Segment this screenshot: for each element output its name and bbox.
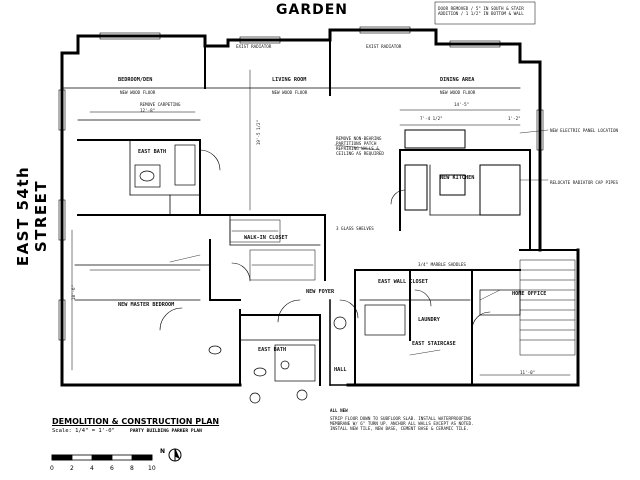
room-label-home-office: HOME OFFICE <box>512 291 547 297</box>
north-label: N <box>160 448 166 455</box>
note-new-wood-floor: NEW WOOD FLOOR <box>440 90 476 95</box>
section-markers <box>249 316 347 404</box>
street-label: EAST 54th STREET <box>14 165 50 267</box>
dimension-label: 19'-5 1/2" <box>256 119 262 146</box>
note-all-new: ALL NEW <box>330 408 348 413</box>
drawing-subtitle: PARTY BUILDING PARKER PLAN <box>130 429 202 434</box>
scale-bar <box>51 454 153 461</box>
scale-tick: 2 <box>70 465 74 472</box>
fixtures <box>134 144 521 382</box>
note-exist-radiator: EXIST RADIATOR <box>236 44 272 49</box>
room-label-walk-in-closet: WALK-IN CLOSET <box>244 235 288 241</box>
dimension-label: 18'-6" <box>71 284 77 301</box>
room-label-east-staircase: EAST STAIRCASE <box>412 341 456 347</box>
hall-walls <box>329 299 349 386</box>
note-marble-saddles: 3/4" MARBLE SADDLES <box>418 262 466 267</box>
top-right-note-box <box>434 1 536 25</box>
room-label-new-kitchen: NEW KITCHEN <box>440 175 475 181</box>
dimension-label: 11'-0" <box>520 370 536 375</box>
room-label-east-bath-bottom: EAST BATH <box>258 347 287 353</box>
kitchen-counters <box>404 129 521 216</box>
room-label-bedroom: BEDROOM/DEN <box>118 77 153 83</box>
scale-tick: 10 <box>148 465 156 472</box>
note-exist-radiator: EXIST RADIATOR <box>366 44 402 49</box>
dimension-label: 1'-2" <box>508 116 521 121</box>
room-label-hall: HALL <box>334 367 347 373</box>
interior-walls-heavy <box>77 39 579 386</box>
note-new-electric-panel: NEW ELECTRIC PANEL LOCATION <box>550 128 619 133</box>
dimension-lines <box>71 69 571 376</box>
note-bottom: STRIP FLOOR DOWN TO SUBFLOOR SLAB. INSTA… <box>330 416 474 431</box>
note-remove-wall: REMOVE NON-BEARING PARTITIONS PATCH REPA… <box>336 136 384 156</box>
note-relocate-radiator: RELOCATE RADIATOR CAP PIPES <box>550 180 619 185</box>
room-label-dining: DINING AREA <box>440 77 475 83</box>
windows <box>58 26 544 341</box>
scale-tick: 4 <box>90 465 94 472</box>
north-arrow-icon <box>168 448 182 462</box>
note-new-wood-floor: NEW WOOD FLOOR <box>120 90 156 95</box>
garden-label: GARDEN <box>276 2 349 18</box>
room-label-living: LIVING ROOM <box>272 77 307 83</box>
room-label-laundry: LAUNDRY <box>418 317 440 323</box>
note-remove-carpet: REMOVE CARPETING <box>140 102 181 107</box>
dimension-label: 7'-4 1/2" <box>420 116 443 121</box>
scale-tick: 0 <box>50 465 54 472</box>
room-label-master-bedroom: NEW MASTER BEDROOM <box>118 302 175 308</box>
drawing-scale: Scale: 1/4" = 1'-0" <box>52 428 115 434</box>
scale-tick: 6 <box>110 465 114 472</box>
dimension-label: 12'-8" <box>140 108 156 113</box>
stair-treads <box>519 259 576 356</box>
drawing-title: DEMOLITION & CONSTRUCTION PLAN <box>52 417 220 426</box>
leader-lines <box>169 129 549 356</box>
interior-walls-light <box>61 87 521 341</box>
scale-tick: 8 <box>130 465 134 472</box>
dimension-label: 14'-5" <box>454 102 470 107</box>
room-label-east-wall-closet: EAST WALL CLOSET <box>378 279 428 285</box>
note-top-right: DOOR REMOVED / 5" IN SOUTH & STAIR ADDIT… <box>438 6 524 16</box>
note-glass-shelves: 3 GLASS SHELVES <box>336 226 374 231</box>
room-label-east-bath-top: EAST BATH <box>138 149 167 155</box>
closet-shelving <box>229 219 316 281</box>
note-new-wood-floor: NEW WOOD FLOOR <box>272 90 308 95</box>
room-label-new-foyer: NEW FOYER <box>306 289 335 295</box>
